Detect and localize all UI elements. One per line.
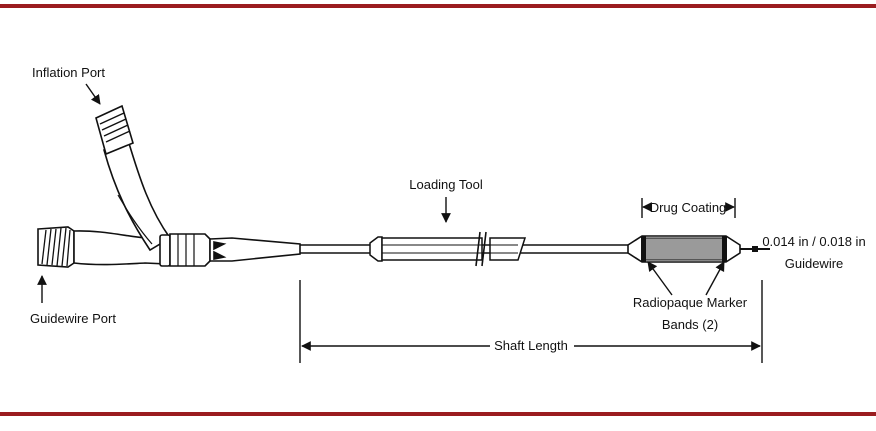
strain-relief [209, 237, 301, 262]
marker-band-arrow-right [705, 261, 725, 296]
drug-coating-label: Drug Coating [650, 200, 727, 215]
marker-band-right [722, 236, 727, 262]
shaft-length-label: Shaft Length [494, 338, 568, 353]
loading-tool-label: Loading Tool [409, 177, 483, 192]
loading-tool [369, 231, 527, 267]
top-rule [0, 4, 876, 8]
marker-bands-label-2: Bands (2) [662, 317, 718, 332]
hub-collar [169, 233, 211, 267]
guidewire-size-label-2: Guidewire [785, 256, 844, 271]
marker-bands-label-1: Radiopaque Marker [633, 295, 748, 310]
guidewire-port-label: Guidewire Port [30, 311, 116, 326]
bottom-rule [0, 412, 876, 416]
drug-coating-band [641, 237, 727, 261]
drug-coated-balloon [627, 235, 770, 263]
guidewire-size-label-1: 0.014 in / 0.018 in [762, 234, 865, 249]
inflation-port-arrow [85, 83, 101, 105]
catheter-hub [37, 104, 301, 268]
inflation-port-cap [95, 104, 134, 156]
inflation-port-label: Inflation Port [32, 65, 105, 80]
marker-band-arrow-left [647, 261, 673, 296]
marker-band-left [641, 236, 646, 262]
